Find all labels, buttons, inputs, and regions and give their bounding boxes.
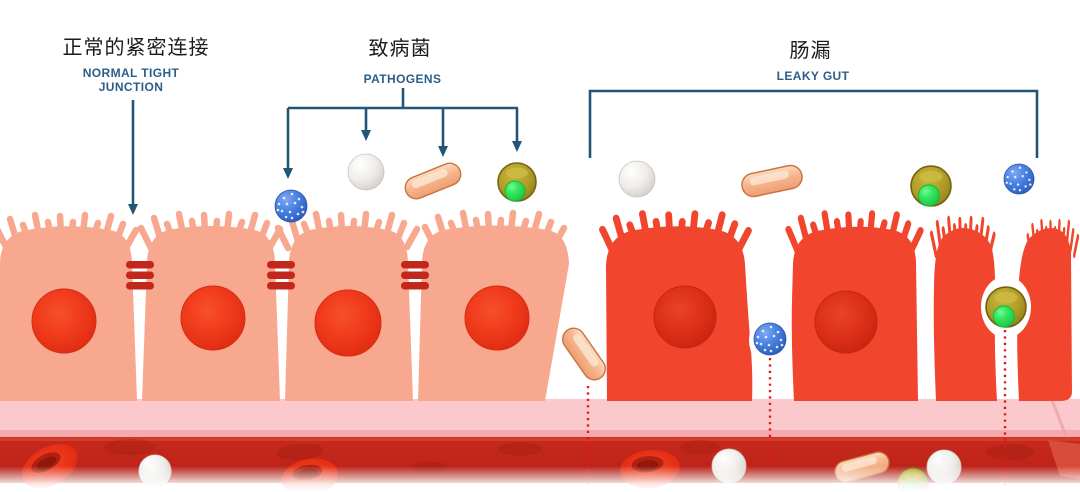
olive-yeast-cell-icon (985, 286, 1027, 328)
tight-junction-icon (267, 261, 295, 290)
pathogens-bracket (288, 88, 518, 110)
arrowhead-icon (283, 168, 293, 179)
orange-rod-bacterium-icon (401, 159, 465, 203)
label-normal-tight-junction-en: NORMAL TIGHT JUNCTION (82, 66, 180, 95)
label-pathogens-zh: 致病菌 (368, 38, 432, 60)
cell-nucleus (31, 288, 97, 354)
blue-spiky-virus-icon (1003, 163, 1035, 195)
cell-nucleus (180, 285, 246, 351)
cell-nucleus (814, 290, 878, 354)
leaky-gut-bracket (588, 89, 1039, 158)
arrowhead-icon (361, 130, 371, 141)
label-normal-tight-junction-zh: 正常的紧密连接 (62, 37, 210, 59)
olive-yeast-cell-icon (497, 162, 537, 202)
healthy-epithelial-cells (0, 213, 569, 401)
annotation-lines (128, 88, 1039, 215)
white-sphere-microbe-icon (347, 153, 385, 191)
label-leaky-gut-en: LEAKY GUT (776, 69, 850, 83)
label-leaky-gut-zh: 肠漏 (789, 40, 832, 62)
cell-nucleus (653, 285, 717, 349)
olive-yeast-cell-icon (910, 165, 952, 207)
cell-nucleus (314, 289, 382, 357)
orange-rod-bacterium-icon (557, 323, 611, 385)
inflamed-cell (1017, 228, 1072, 401)
orange-rod-bacterium-icon (739, 162, 805, 200)
blue-spiky-virus-icon (753, 322, 787, 356)
tight-junction-icon (126, 261, 154, 290)
label-pathogens-en: PATHOGENS (363, 72, 442, 86)
basement-membrane (0, 399, 1080, 437)
inflamed-cell (933, 227, 997, 401)
arrowhead-icon (512, 141, 522, 152)
arrowhead-icon (438, 146, 448, 157)
cell-nucleus (464, 285, 530, 351)
blue-spiky-virus-icon (274, 189, 308, 223)
white-sphere-microbe-icon (618, 160, 656, 198)
tight-junction-icon (401, 261, 429, 290)
arrowhead-icon (128, 204, 138, 215)
bottom-fade (0, 466, 1080, 492)
